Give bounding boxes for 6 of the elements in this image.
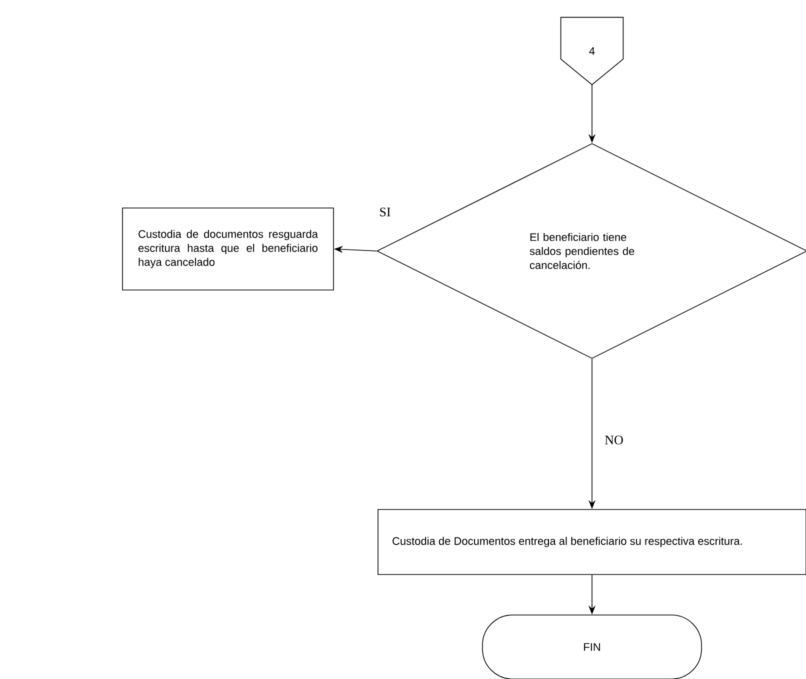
edge-label: SI bbox=[378, 206, 392, 218]
process-box: Custodia de Documentos entrega al beneficiario su respectiva escritura. bbox=[378, 509, 806, 575]
process-box: Custodia de documentos resguarda escritura hasta que el beneficiario haya cancelado bbox=[122, 208, 334, 290]
edge-label: NO bbox=[604, 434, 624, 446]
off-page-connector: 4 bbox=[560, 16, 624, 86]
terminal-box: FIN bbox=[482, 614, 702, 679]
